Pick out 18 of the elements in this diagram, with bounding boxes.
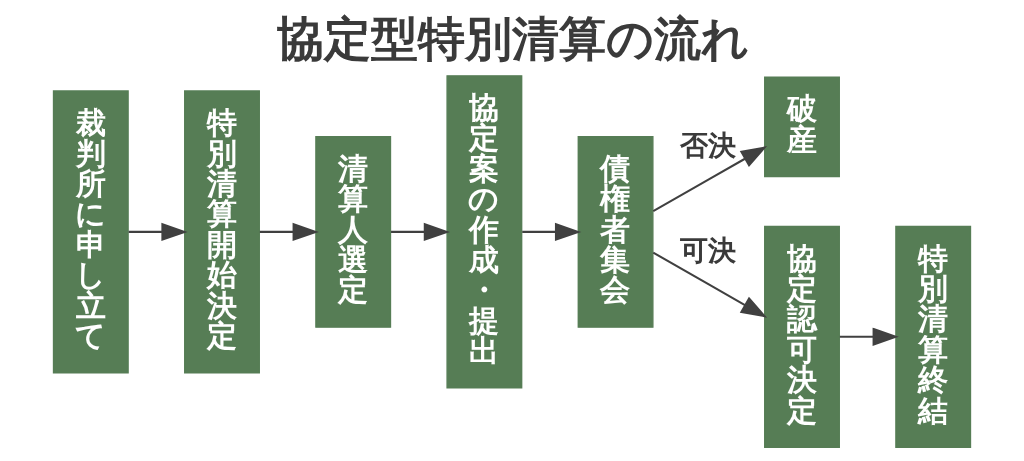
node-box: 裁判所に申し立て [52,90,129,374]
node-box: 清算人選定 [315,135,392,328]
diagram-title: 協定型特別清算の流れ [277,11,750,67]
node-box: 特別清算終結 [895,225,972,448]
arrow [128,222,188,242]
arrow [839,327,899,347]
edge-label: 否決 [680,128,737,162]
node-box: 破産 [764,76,840,178]
node-box: 協定案の作成・提出 [446,75,523,389]
node-box: 債権者集会 [577,135,654,328]
node-box: 特別清算開始決定 [184,90,260,374]
arrow [652,251,768,318]
node-box: 協定認可決定 [764,225,840,448]
arrow [652,146,768,213]
arrow [391,222,451,242]
arrow [259,222,319,242]
arrow [522,222,582,242]
edge-label: 可決 [680,233,737,267]
